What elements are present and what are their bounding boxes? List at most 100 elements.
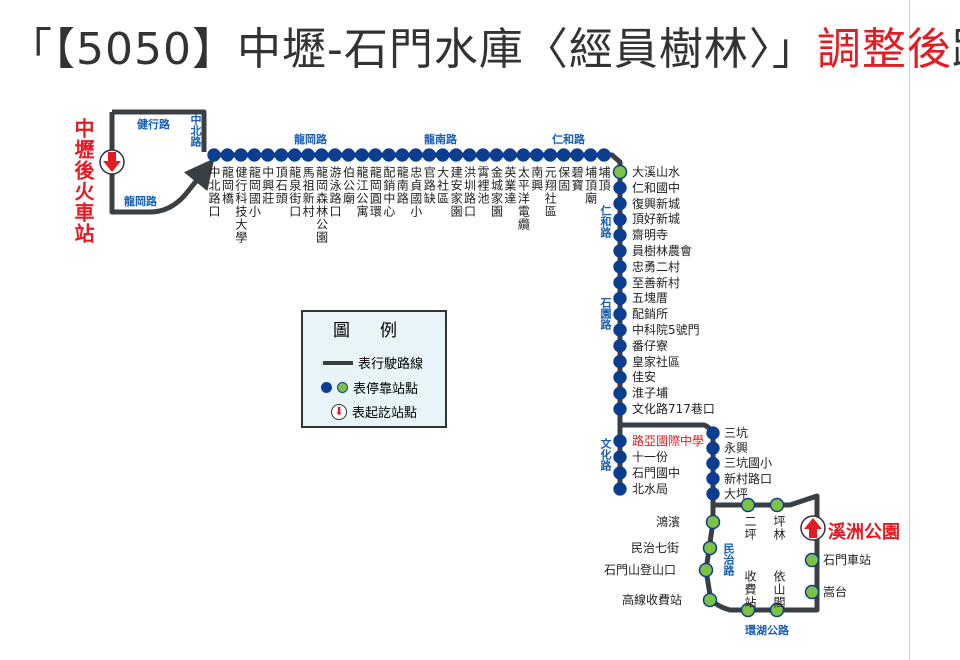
station-stop-icon <box>613 354 627 369</box>
station-label: 埔頂廟 <box>583 166 598 205</box>
station-stop-icon <box>613 260 627 274</box>
title-route: 「【5050】中壢-石門水庫〈經員樹林〉」 <box>8 24 817 75</box>
station-stop-icon <box>613 482 627 496</box>
road-label-renhe-top: 仁和路 <box>552 133 585 146</box>
station-stop-icon <box>435 148 450 162</box>
station-stop-icon <box>613 434 627 448</box>
station-stop-icon <box>706 426 720 440</box>
station-label: 龍泉街口 <box>287 166 302 218</box>
station-label: 中興莊 <box>260 166 275 205</box>
road-label-wenhua: 文化路 <box>599 438 612 471</box>
station-stop-icon <box>613 307 627 321</box>
route-line-start-loop <box>112 109 207 152</box>
station-stop-icon <box>612 164 628 180</box>
station-label: 龍江公寓 <box>354 166 369 218</box>
station-label: 配銷所 <box>632 307 669 322</box>
station-label: 配銷中心 <box>381 166 396 218</box>
station-stop-icon <box>613 402 627 416</box>
station-label: 三坑國小 <box>724 456 773 471</box>
station-stop-icon <box>613 386 627 400</box>
station-label: 大社區 <box>435 166 450 205</box>
station-stop-icon <box>583 148 598 162</box>
station-label: 仁和國中 <box>632 180 681 195</box>
station-label: 員樹林農會 <box>632 244 693 258</box>
station-stop-icon <box>220 148 235 162</box>
station-label: 忠貞國小 <box>408 166 423 218</box>
station-stop-icon <box>489 148 504 162</box>
station-stop-icon <box>613 291 627 306</box>
station-label: 至善新村 <box>632 275 681 290</box>
road-label-longnan: 龍南路 <box>424 133 457 146</box>
title-adjusted: 調整後 <box>816 24 952 75</box>
legend: 圖例 表行駛路線 表停靠站點 ⬇ 表起訖站點 <box>301 310 447 428</box>
station-stop-icon <box>287 148 302 162</box>
station-label: 南興 <box>529 166 544 192</box>
road-label-zhongbei: 中北路 <box>189 114 202 147</box>
station-label: 番仔寮 <box>632 338 669 353</box>
station-stop-icon <box>613 323 627 337</box>
title-suffix: 路線圖 <box>952 24 960 75</box>
station-stop-icon <box>570 148 584 162</box>
station-label: 洪圳路口 <box>462 166 477 218</box>
station-label: 路亞國際中學 <box>632 434 705 448</box>
station-label: 元翔社區 <box>543 166 558 218</box>
road-label-renhe-side: 仁和路 <box>599 205 612 238</box>
road-label-huanhu: 環湖公路 <box>745 624 789 637</box>
station-stop-icon <box>804 584 820 600</box>
station-stop-icon <box>597 148 611 162</box>
station-stop-icon <box>613 370 627 385</box>
station-stop-icon <box>613 339 627 353</box>
station-stop-icon <box>702 540 718 556</box>
station-stop-icon <box>543 148 557 162</box>
destination-terminal-label: 溪洲公園 <box>828 522 900 543</box>
station-stop-icon <box>769 602 785 618</box>
station-label: 官路缺 <box>422 166 437 205</box>
legend-title: 圖例 <box>333 321 427 341</box>
legend-terminal-label: 表起訖站點 <box>352 406 418 421</box>
station-stop-icon <box>706 441 720 455</box>
station-label: 收費站 <box>743 570 757 609</box>
station-stop-icon <box>261 148 275 162</box>
station-label: 嵩台 <box>823 585 848 599</box>
station-label: 龍岡森林公園 <box>314 166 329 244</box>
station-stop-icon <box>368 148 383 162</box>
station-label: 金城家園 <box>489 166 504 218</box>
green-stop-icon <box>337 382 348 393</box>
destination-marker <box>800 515 826 541</box>
road-label-longgang-loop: 龍岡路 <box>124 195 157 208</box>
station-label: 石門國中 <box>632 466 681 480</box>
station-stop-icon <box>516 148 531 162</box>
station-stop-icon <box>804 552 820 568</box>
station-label: 英業達 <box>502 166 517 205</box>
station-stop-icon <box>706 487 720 501</box>
station-label: 游泳路口 <box>328 166 343 218</box>
station-stop-icon <box>314 148 329 162</box>
station-stop-icon <box>328 148 342 162</box>
route-line-swatch-icon <box>323 360 353 365</box>
station-label: 龍岡橋 <box>220 166 235 205</box>
station-stop-icon <box>449 148 463 162</box>
station-label: 龍南路 <box>395 166 410 205</box>
road-label-longgang: 龍岡路 <box>294 133 327 146</box>
station-stop-icon <box>613 228 627 242</box>
station-label: 龍岡國小 <box>247 166 262 218</box>
station-label: 碧寶 <box>570 166 585 192</box>
station-label: 復興新城 <box>632 196 681 211</box>
station-stop-icon <box>422 148 436 162</box>
station-label: 北水局 <box>632 482 669 496</box>
station-label: 新村路口 <box>724 471 773 486</box>
station-stop-icon <box>476 148 490 162</box>
station-stop-icon <box>613 196 627 211</box>
station-label: 皇家社區 <box>632 354 681 369</box>
road-label-minzhi: 民治路 <box>722 543 735 576</box>
route-line-start-curve <box>109 112 215 215</box>
station-label: 依山閣 <box>772 570 786 609</box>
station-stop-icon <box>613 466 627 480</box>
station-stop-icon <box>769 497 785 513</box>
station-label: 龍岡圓環 <box>368 166 383 218</box>
station-stop-icon <box>613 450 627 464</box>
station-label: 民治七街 <box>631 541 680 555</box>
station-stop-icon <box>462 148 477 162</box>
